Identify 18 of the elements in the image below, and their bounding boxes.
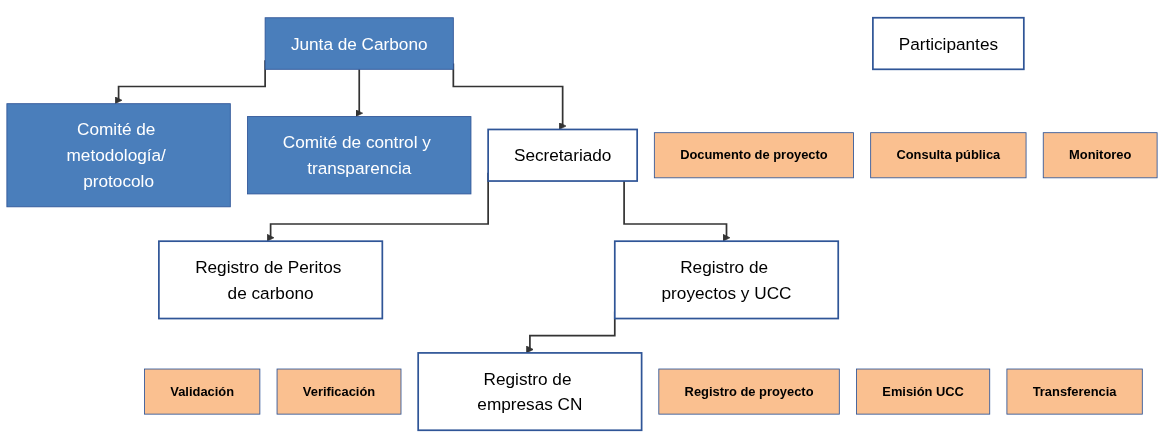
arrow bbox=[355, 68, 363, 117]
node-box: Comité de metodología/ protocolo bbox=[6, 103, 231, 208]
node-box: Junta de Carbono bbox=[264, 17, 454, 70]
node-box: Participantes bbox=[872, 16, 1025, 71]
node-box: Registro de proyecto bbox=[658, 368, 840, 415]
node-box: Comité de control y transparencia bbox=[247, 116, 472, 195]
node-box: Verificación bbox=[276, 368, 402, 415]
node-box: Emisión UCC bbox=[856, 368, 991, 415]
arrow bbox=[623, 180, 731, 242]
node-box: Validación bbox=[144, 368, 261, 415]
node-box: Registro de Peritos de carbono bbox=[158, 240, 384, 320]
node-box: Documento de proyecto bbox=[653, 132, 854, 179]
node-box: Registro de empresas CN bbox=[417, 352, 643, 432]
node-box: Registro de proyectos y UCC bbox=[613, 240, 840, 320]
node-box: Monitoreo bbox=[1042, 132, 1158, 179]
node-box: Transferencia bbox=[1006, 368, 1143, 415]
node-box: Secretariado bbox=[487, 128, 638, 182]
node-box: Consulta pública bbox=[870, 132, 1027, 179]
